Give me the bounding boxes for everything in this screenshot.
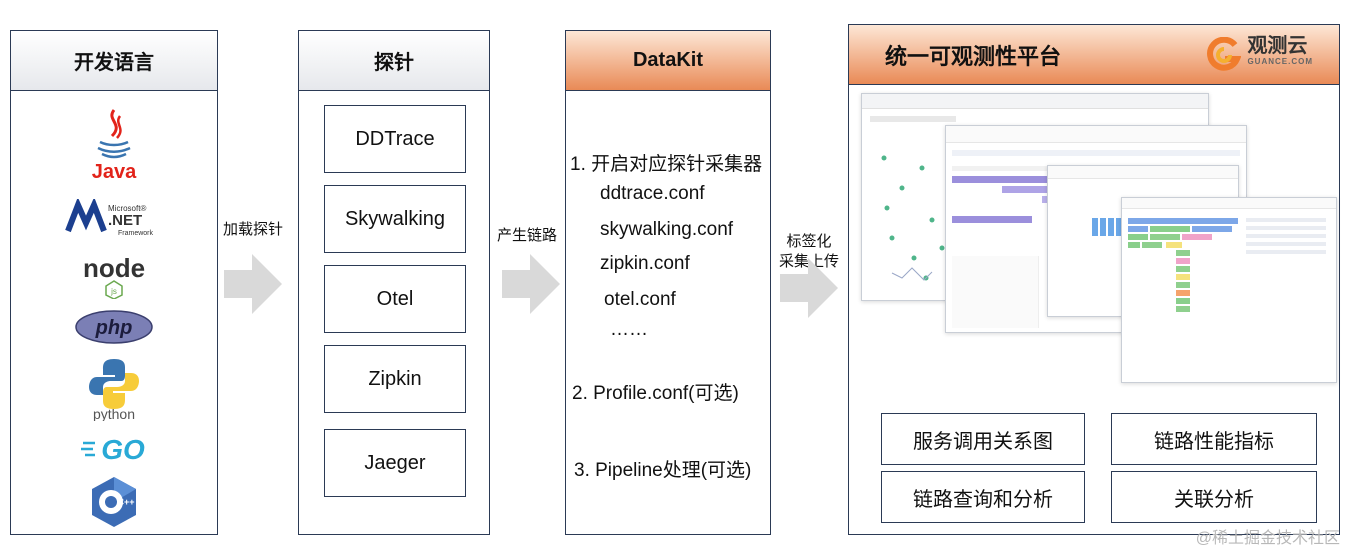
- probe-otel: Otel: [324, 265, 466, 333]
- languages-title-text: 开发语言: [74, 52, 154, 74]
- datakit-panel: DataKit 1. 开启对应探针采集器 ddtrace.conf skywal…: [565, 30, 771, 535]
- feature-trace-metrics: 链路性能指标: [1111, 413, 1317, 465]
- go-icon: GO: [11, 431, 217, 465]
- feature-label: 链路性能指标: [1154, 430, 1274, 453]
- java-icon: Java: [11, 105, 217, 185]
- nodejs-icon: node js: [11, 251, 217, 299]
- feature-label: 服务调用关系图: [913, 430, 1053, 453]
- probe-zipkin: Zipkin: [324, 345, 466, 413]
- datakit-step2: 2. Profile.conf(可选): [572, 383, 739, 404]
- probe-label: Otel: [376, 287, 414, 310]
- probe-label: Jaeger: [364, 451, 426, 474]
- probe-label: Zipkin: [368, 367, 422, 390]
- probe-label: DDTrace: [355, 127, 435, 150]
- probes-title-text: 探针: [374, 52, 414, 74]
- probes-panel: 探针 DDTrace Skywalking Otel Zipkin Jaeger: [298, 30, 490, 535]
- screenshot-profile: [1121, 197, 1337, 383]
- feature-label: 链路查询和分析: [913, 488, 1053, 511]
- arrow-label-text: 产生链路: [496, 227, 557, 244]
- platform-panel: 统一可观测性平台 观测云 GUANCE.COM: [848, 24, 1340, 535]
- arrow-label-generate-trace: 产生链路: [482, 226, 572, 246]
- feature-label: 关联分析: [1174, 488, 1254, 511]
- probes-title: 探针: [299, 31, 489, 91]
- arrow-label-load-probe: 加载探针: [208, 220, 298, 240]
- probe-label: Skywalking: [344, 207, 446, 230]
- php-icon: php: [11, 309, 217, 345]
- guance-logo-icon: [1207, 37, 1242, 71]
- arrow-right-icon: [224, 254, 282, 314]
- platform-title: 统一可观测性平台 观测云 GUANCE.COM: [849, 25, 1339, 85]
- datakit-conf-ddtrace: ddtrace.conf: [600, 183, 705, 204]
- node-label: node: [83, 253, 145, 283]
- java-label: Java: [92, 161, 137, 183]
- probe-jaeger: Jaeger: [324, 429, 466, 497]
- php-label: php: [95, 317, 133, 339]
- python-label: python: [93, 406, 135, 421]
- go-label: GO: [101, 434, 145, 465]
- brand-logo: 观测云 GUANCE.COM: [1207, 35, 1313, 71]
- feature-service-map: 服务调用关系图: [881, 413, 1085, 465]
- cpp-label: C++: [117, 497, 134, 507]
- arrow-right-icon: [502, 254, 560, 314]
- probe-skywalking: Skywalking: [324, 185, 466, 253]
- feature-trace-query: 链路查询和分析: [881, 471, 1085, 523]
- dotnet-label: .NET: [108, 212, 142, 229]
- datakit-conf-otel: otel.conf: [604, 289, 676, 310]
- probe-ddtrace: DDTrace: [324, 105, 466, 173]
- languages-title: 开发语言: [11, 31, 217, 91]
- datakit-title-text: DataKit: [632, 49, 703, 71]
- datakit-step3: 3. Pipeline处理(可选): [574, 460, 752, 481]
- watermark: @稀土掘金技术社区: [1195, 530, 1340, 547]
- feature-correlation: 关联分析: [1111, 471, 1317, 523]
- datakit-conf-zipkin: zipkin.conf: [600, 253, 690, 274]
- cpp-icon: C++: [11, 475, 217, 529]
- brand-sub: GUANCE.COM: [1247, 57, 1313, 66]
- arrow-label-text: 加载探针: [222, 221, 283, 238]
- datakit-title: DataKit: [566, 31, 770, 91]
- datakit-conf-skywalking: skywalking.conf: [600, 219, 734, 240]
- languages-panel: 开发语言 Java Microsoft® .NET Framework node…: [10, 30, 218, 535]
- dotnet-fw: Framework: [118, 230, 154, 237]
- dotnet-ms: Microsoft®: [108, 204, 146, 213]
- brand-name: 观测云: [1247, 35, 1308, 57]
- datakit-conf-ellipsis: ……: [610, 319, 648, 340]
- arrow-right-icon: [780, 258, 838, 318]
- datakit-step1: 1. 开启对应探针采集器: [570, 154, 763, 175]
- python-icon: python: [11, 355, 217, 421]
- dotnet-icon: Microsoft® .NET Framework: [11, 199, 217, 239]
- platform-title-text: 统一可观测性平台: [885, 43, 1062, 69]
- node-js-label: js: [110, 287, 117, 296]
